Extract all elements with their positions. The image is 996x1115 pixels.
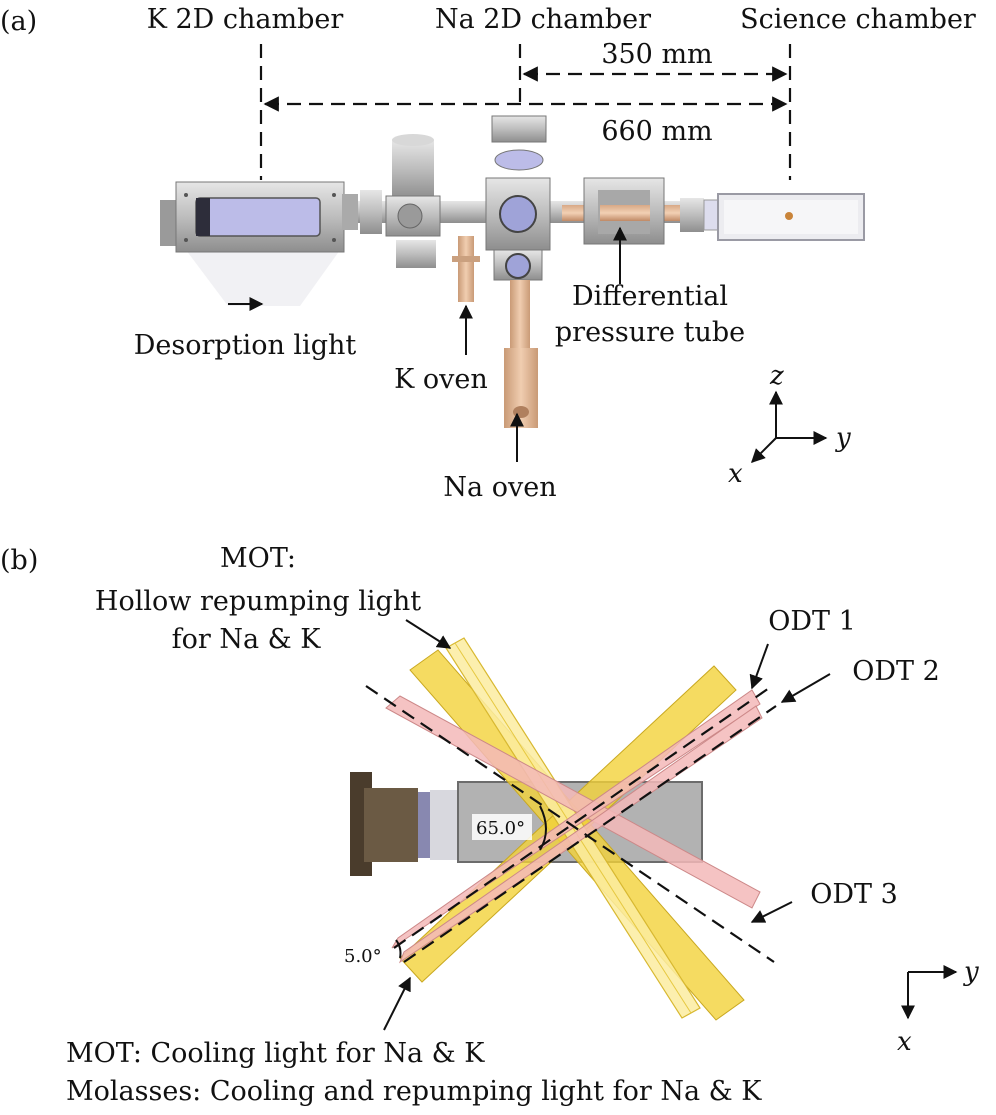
odt-beams [365,685,777,964]
hollow-label-line1: Hollow repumping light [95,586,421,617]
axis-b-y: y [963,957,979,987]
axes-a: z y x [728,361,851,489]
na-2d-chamber [485,115,551,428]
odt2-label: ODT 2 [852,656,940,687]
axes-b: y x [897,957,979,1057]
k-oven-cross [385,134,480,302]
na-chamber-label: Na 2D chamber [435,4,651,35]
hollow-arrow [405,619,452,649]
odt1-arrow [749,643,769,690]
differential-pressure-tube [562,177,721,245]
panel-b-label: (b) [0,545,38,576]
axis-a-z: z [769,361,784,391]
odt2-arrow [780,673,831,703]
k-chamber-label: K 2D chamber [147,4,344,35]
k-oven-tube [458,236,474,302]
odt1-label: ODT 1 [768,606,856,637]
mot-title-label: MOT: [220,543,296,574]
odt3-label: ODT 3 [810,879,898,910]
odt3-arrow [750,901,793,923]
caption-line2: Molasses: Cooling and repumping light fo… [66,1076,762,1107]
axis-a-x: x [728,459,743,489]
desorption-light-label: Desorption light [134,330,357,361]
angle-5-arc [395,939,402,959]
differential-label-line2: pressure tube [555,317,745,348]
k-chamber-window [195,197,321,237]
odt3-beam [385,695,761,909]
hollow-label-line2: for Na & K [172,624,322,655]
panel-a: (a) K 2D chamber Na 2D chamber Science c… [0,4,976,503]
k-oven-label: K oven [394,364,488,395]
caption-line1: MOT: Cooling light for Na & K [66,1038,485,1069]
axis-b-x: x [897,1027,912,1057]
odt2-axis-line [403,705,777,963]
atom-cloud-marker [785,212,793,220]
angle-65-arc [539,805,547,851]
science-chamber-label: Science chamber [740,4,976,35]
odt3-axis-line [365,685,775,963]
odt1-axis-line [393,685,773,949]
dimension-660-label: 660 mm [601,116,712,147]
desorption-light-cone [186,250,340,306]
panel-b: (b) 65.0° [0,543,979,1107]
cooling-light-arrow [383,976,411,1031]
angle-5-label: 5.0° [344,946,382,967]
dimension-350-label: 350 mm [601,39,712,70]
k-2d-chamber [160,181,382,253]
angle-65-label: 65.0° [476,818,525,839]
science-chamber [717,193,865,241]
na-chamber-window [499,195,537,233]
differential-label-line1: Differential [572,281,728,312]
na-oven-label: Na oven [443,472,556,503]
panel-a-label: (a) [0,6,37,37]
axis-a-y: y [835,423,851,453]
